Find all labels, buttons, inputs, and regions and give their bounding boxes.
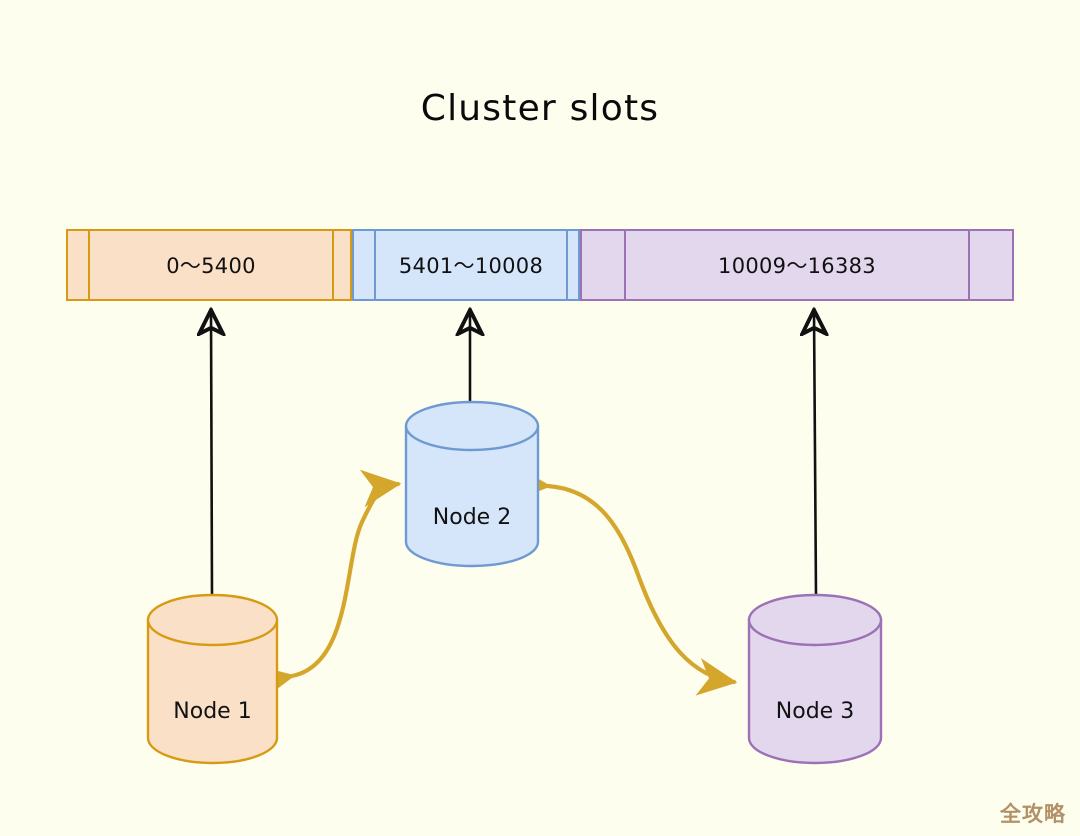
arrow-node-1-to-slots — [211, 312, 212, 597]
node-3-cylinder[interactable]: Node 3 — [747, 592, 883, 766]
node-1-cylinder[interactable]: Node 1 — [146, 592, 279, 766]
slot-segment-node-1[interactable]: 0～5400 — [66, 229, 352, 301]
slot-segment-node-2[interactable]: 5401～10008 — [352, 229, 580, 301]
node-2-cylinder[interactable]: Node 2 — [404, 400, 540, 568]
arrow-node-3-to-slots — [814, 312, 816, 597]
slot-segment-label-node-1: 0～5400 — [88, 231, 334, 299]
slot-segment-node-3[interactable]: 10009～16383 — [580, 229, 1014, 301]
cluster-slot-range-bar: 0～5400 5401～10008 10009～16383 — [66, 229, 1014, 301]
gossip-link-node-1-node-2 — [252, 469, 402, 702]
page-title: Cluster slots — [420, 88, 660, 129]
watermark: 全攻略 — [1000, 802, 1066, 826]
slot-segment-label-node-3: 10009～16383 — [624, 231, 970, 299]
slot-segment-label-node-2: 5401～10008 — [374, 231, 568, 299]
gossip-link-node-2-node-3 — [510, 464, 738, 696]
